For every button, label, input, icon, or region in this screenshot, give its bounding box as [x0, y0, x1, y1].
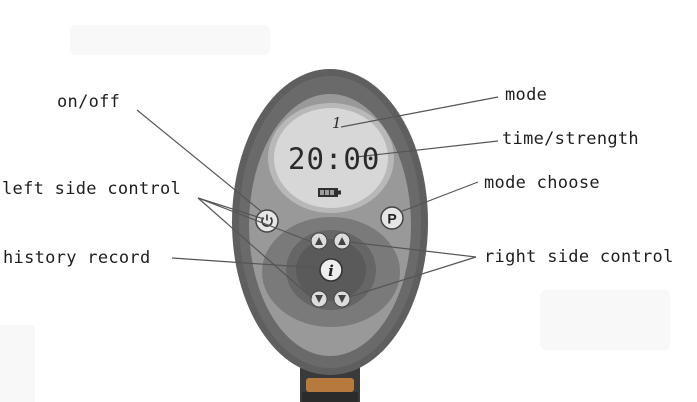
label-right-side-control: right side control: [484, 247, 674, 267]
label-time-strength: time/strength: [502, 129, 639, 149]
power-icon: [261, 214, 273, 227]
line-mode-choose: [399, 181, 479, 213]
lcd-mode-value: 1: [332, 114, 342, 132]
mode-choose-button[interactable]: P: [380, 206, 404, 230]
label-on-off: on/off: [57, 92, 121, 112]
label-left-side-control: left side control: [2, 179, 182, 199]
leader-lines: [136, 96, 499, 299]
left-up-button[interactable]: [310, 232, 328, 250]
triangle-up-icon: [315, 237, 323, 245]
label-mode-choose: mode choose: [484, 173, 600, 193]
triangle-up-icon: [338, 237, 346, 245]
left-down-button[interactable]: [310, 290, 328, 308]
right-up-button[interactable]: [333, 232, 351, 250]
p-button-label: P: [387, 211, 396, 227]
line-right-control-b: [348, 256, 477, 298]
triangle-down-icon: [338, 295, 346, 303]
history-record-button[interactable]: i: [319, 258, 343, 282]
line-on-off: [136, 109, 263, 213]
line-left-control-b: [197, 197, 313, 243]
line-history-record: [171, 257, 321, 269]
line-time-strength: [355, 140, 499, 158]
lcd-screen: [274, 108, 388, 208]
line-right-control-a: [348, 241, 477, 258]
label-mode: mode: [505, 85, 548, 105]
right-down-button[interactable]: [333, 290, 351, 308]
info-button-label: i: [328, 262, 334, 280]
line-left-control-c: [197, 197, 313, 299]
background-watermark: [0, 25, 670, 402]
label-history-record: history record: [3, 248, 151, 268]
triangle-down-icon: [315, 295, 323, 303]
power-button[interactable]: [255, 209, 279, 233]
line-left-control-a: [197, 197, 265, 220]
cable-connector: [306, 378, 354, 392]
lcd-time-value: 20:00: [288, 142, 381, 176]
battery-icon: [318, 188, 341, 197]
line-mode: [340, 96, 499, 128]
